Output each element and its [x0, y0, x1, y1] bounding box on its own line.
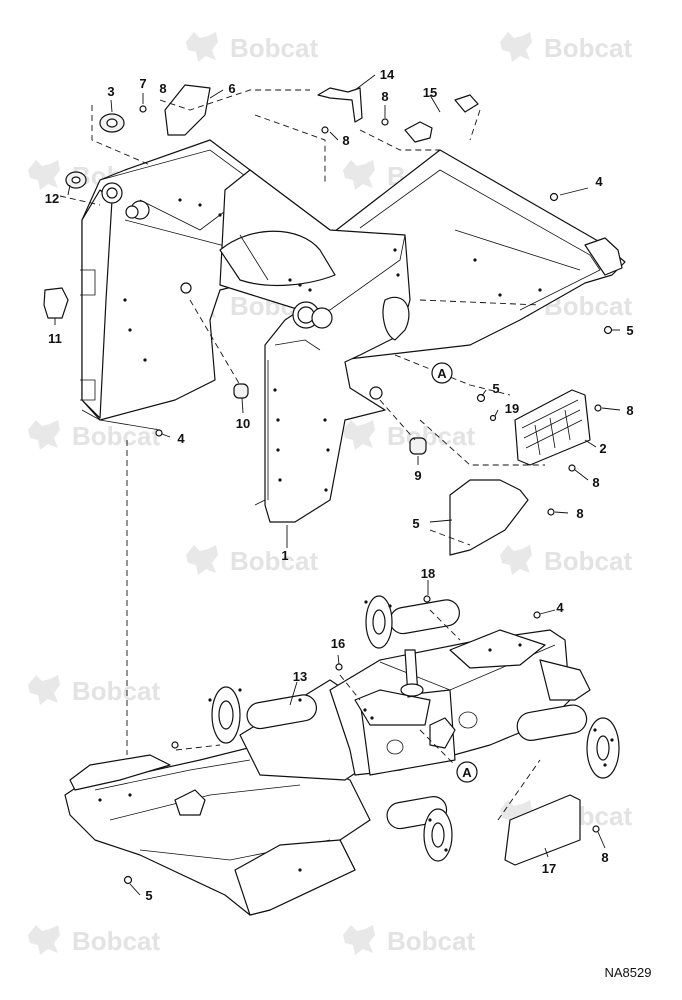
callout-label: 5 — [145, 888, 152, 903]
watermark-text: Bobcat — [72, 926, 160, 956]
bracket-small — [404, 121, 433, 143]
callout-label: 13 — [293, 669, 307, 684]
callout-label: 8 — [381, 89, 388, 104]
callout-label: 8 — [576, 506, 583, 521]
callout-label: 8 — [342, 133, 349, 148]
watermark-text: Bobcat — [544, 546, 632, 576]
watermark: Bobcat — [500, 545, 632, 576]
drawing-code: NA8529 — [605, 965, 652, 980]
callout-label: 1 — [281, 548, 288, 563]
callout-label: 5 — [626, 323, 633, 338]
callout-label: 6 — [228, 81, 235, 96]
callout-label: 7 — [139, 76, 146, 91]
callout-label: 16 — [331, 636, 345, 651]
watermark: Bobcat — [343, 925, 475, 956]
reference-letter: A — [462, 765, 472, 780]
bobcat-logo-icon — [28, 925, 60, 955]
watermark-text: Bobcat — [72, 421, 160, 451]
bobcat-logo-icon — [28, 420, 60, 450]
callout-label: 8 — [592, 475, 599, 490]
watermark-text: Bobcat — [544, 33, 632, 63]
watermark: Bobcat — [343, 420, 475, 451]
callout-label: 11 — [48, 331, 62, 346]
axle-frame — [64, 595, 620, 916]
watermark-text: Bobcat — [72, 676, 160, 706]
bobcat-logo-icon — [343, 925, 375, 955]
reference-marker: A — [456, 761, 478, 783]
bobcat-logo-icon — [186, 32, 218, 62]
watermark: Bobcat — [28, 925, 160, 956]
callout-label: 10 — [236, 416, 250, 431]
watermark: Bobcat — [186, 545, 318, 576]
bracket-top — [317, 87, 363, 123]
side-cover — [449, 479, 529, 556]
bobcat-logo-icon — [343, 160, 375, 190]
bobcat-logo-icon — [28, 675, 60, 705]
fasteners — [123, 105, 613, 885]
bobcat-logo-icon — [500, 32, 532, 62]
frame-holes — [123, 198, 542, 492]
mount-plate — [164, 84, 211, 136]
bracket-small-2 — [454, 94, 479, 113]
bobcat-logo-icon — [343, 420, 375, 450]
reference-letter: A — [437, 366, 447, 381]
bobcat-logo-icon — [28, 160, 60, 190]
callout-label: 5 — [492, 381, 499, 396]
callout-label: 9 — [414, 468, 421, 483]
callout-labels: 1 2 3 4 4 4 5 5 5 5 6 7 8 8 8 8 8 8 8 8 … — [45, 67, 634, 903]
callout-label: 18 — [421, 566, 435, 581]
bobcat-logo-icon — [186, 545, 218, 575]
callout-label: 3 — [107, 84, 114, 99]
callout-label: 5 — [412, 516, 419, 531]
main-frame — [80, 139, 626, 523]
callout-label: 4 — [177, 431, 185, 446]
watermark: Bobcat — [28, 420, 160, 451]
watermark-text: Bobcat — [387, 421, 475, 451]
watermark-text: Bobcat — [230, 33, 318, 63]
axle-holes — [98, 600, 614, 872]
leader-lines — [54, 74, 621, 896]
callout-label: 8 — [159, 81, 166, 96]
callout-label: 4 — [595, 174, 603, 189]
rear-grill — [514, 389, 591, 466]
watermark: Bobcat — [500, 32, 632, 63]
callout-label: 2 — [599, 441, 606, 456]
callout-label: 12 — [45, 191, 59, 206]
callout-label: 15 — [423, 85, 437, 100]
bushing-9 — [409, 437, 427, 455]
watermark-text: Bobcat — [230, 546, 318, 576]
callout-label: 8 — [601, 850, 608, 865]
axle-cover — [504, 794, 581, 866]
callout-label: 8 — [626, 403, 633, 418]
reference-marker: A — [431, 362, 453, 384]
callout-label: 17 — [542, 861, 556, 876]
watermark-text: Bobcat — [387, 926, 475, 956]
bobcat-logo-icon — [500, 545, 532, 575]
watermark: Bobcat — [186, 32, 318, 63]
callout-label: 4 — [556, 600, 564, 615]
bushing-10 — [233, 383, 249, 399]
watermark: Bobcat — [28, 675, 160, 706]
bracket-11 — [43, 287, 69, 319]
callout-label: 19 — [505, 401, 519, 416]
callout-label: 14 — [380, 67, 395, 82]
